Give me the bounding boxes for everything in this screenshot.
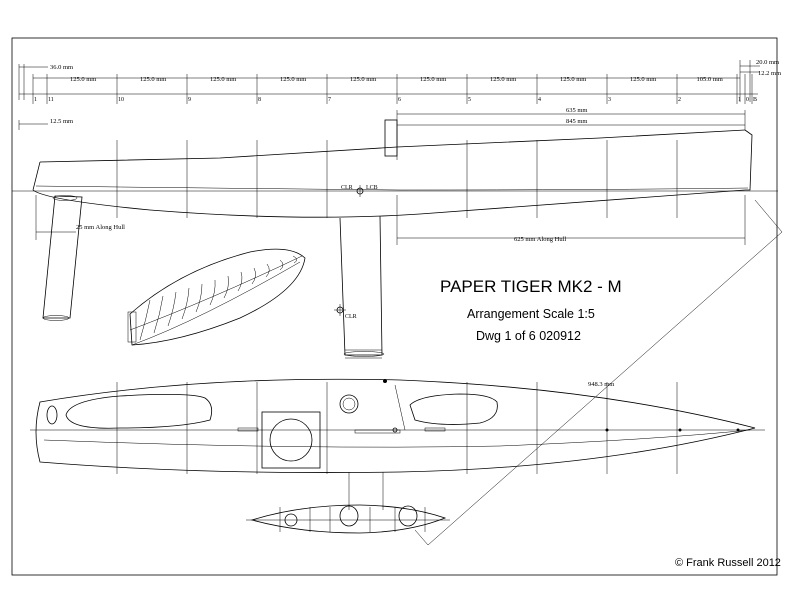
sketch-rib xyxy=(167,291,177,327)
drawing-title: PAPER TIGER MK2 - M xyxy=(440,277,622,296)
fin-top xyxy=(384,119,398,157)
station-spacing-dim: 105.0 mm xyxy=(697,76,723,83)
sketch-rib xyxy=(292,255,297,264)
sketch-rib xyxy=(195,283,203,313)
station-spacing-dim: 125.0 mm xyxy=(210,76,236,83)
access-hatch xyxy=(261,411,321,469)
sketch-rib xyxy=(265,263,270,278)
dim-635: 635 mm xyxy=(566,107,588,114)
drawing-subtitle: Arrangement Scale 1:5 xyxy=(467,307,595,321)
sketch-rib xyxy=(251,267,256,285)
right-offset-bottom-dim: 12.2 mm xyxy=(758,70,781,77)
sheet-border xyxy=(11,37,778,576)
station-label: 3 xyxy=(608,97,611,103)
station-spacing-dim: 125.0 mm xyxy=(630,76,656,83)
diagonal-dimension: 948.3 mm xyxy=(414,199,783,546)
sketch-rib xyxy=(209,279,216,306)
sail-center-label: CLR xyxy=(345,314,357,320)
station-label: 10 xyxy=(118,97,124,103)
station-label: 7 xyxy=(328,97,331,103)
station-spacing-dim: 125.0 mm xyxy=(70,76,96,83)
keel-bulb-view xyxy=(246,472,450,534)
station-label: 6 xyxy=(398,97,401,103)
right-offset-top-dim: 20.0 mm xyxy=(756,59,779,66)
sail-center-marker: CLR xyxy=(334,304,357,320)
diagonal-dim: 948.3 mm xyxy=(588,381,614,388)
copyright: © Frank Russell 2012 xyxy=(675,557,781,569)
station-label: B xyxy=(753,97,757,103)
station-spacing-dim: 125.0 mm xyxy=(140,76,166,83)
plan-view xyxy=(30,378,765,474)
station-label: 4 xyxy=(538,97,541,103)
keel-dim: 625 mm Along Hull xyxy=(514,236,566,243)
title-block: PAPER TIGER MK2 - M Arrangement Scale 1:… xyxy=(440,277,781,569)
station-label: 9 xyxy=(188,97,191,103)
sketch-rib xyxy=(223,275,229,299)
drawing-number: Dwg 1 of 6 020912 xyxy=(476,329,581,343)
station-spacing-dim: 125.0 mm xyxy=(350,76,376,83)
station-label: 8 xyxy=(258,97,261,103)
station-spacing-dim: 125.0 mm xyxy=(490,76,516,83)
hull-perspective-sketch xyxy=(127,248,306,346)
station-label: 1 xyxy=(34,97,37,103)
sketch-rib xyxy=(153,295,164,334)
keel-fin xyxy=(339,215,383,356)
station-dimension-chain: 36.0 mm 20.0 mm 12.2 mm 125.0 mm 125.0 mm… xyxy=(18,59,781,104)
side-profile-view: CLR LCB 625 mm Along Hull 25 mm Along Hu… xyxy=(12,119,778,359)
rudder-dim: 25 mm Along Hull xyxy=(76,224,125,231)
deck-offset-dim: 12.5 mm xyxy=(50,118,73,125)
dim-845: 845 mm xyxy=(566,118,588,125)
station-label: 1 xyxy=(738,97,741,103)
center-label-1: CLR xyxy=(341,185,353,191)
station-label: 0 xyxy=(746,97,749,103)
sketch-rib xyxy=(181,287,190,320)
left-offset-dim: 36.0 mm xyxy=(50,64,73,71)
center-label-2: LCB xyxy=(366,185,378,191)
sketch-rib xyxy=(139,299,151,341)
sketch-rib xyxy=(279,259,284,271)
station-label: 2 xyxy=(678,97,681,103)
station-label: 11 xyxy=(48,97,54,103)
station-spacing-dim: 125.0 mm xyxy=(560,76,586,83)
station-label: 5 xyxy=(468,97,471,103)
rudder xyxy=(42,195,83,319)
station-spacing-dim: 125.0 mm xyxy=(280,76,306,83)
overall-dimensions: 635 mm 845 mm 12.5 mm xyxy=(18,107,746,160)
sketch-rib xyxy=(237,271,243,292)
station-spacing-dim: 125.0 mm xyxy=(420,76,446,83)
